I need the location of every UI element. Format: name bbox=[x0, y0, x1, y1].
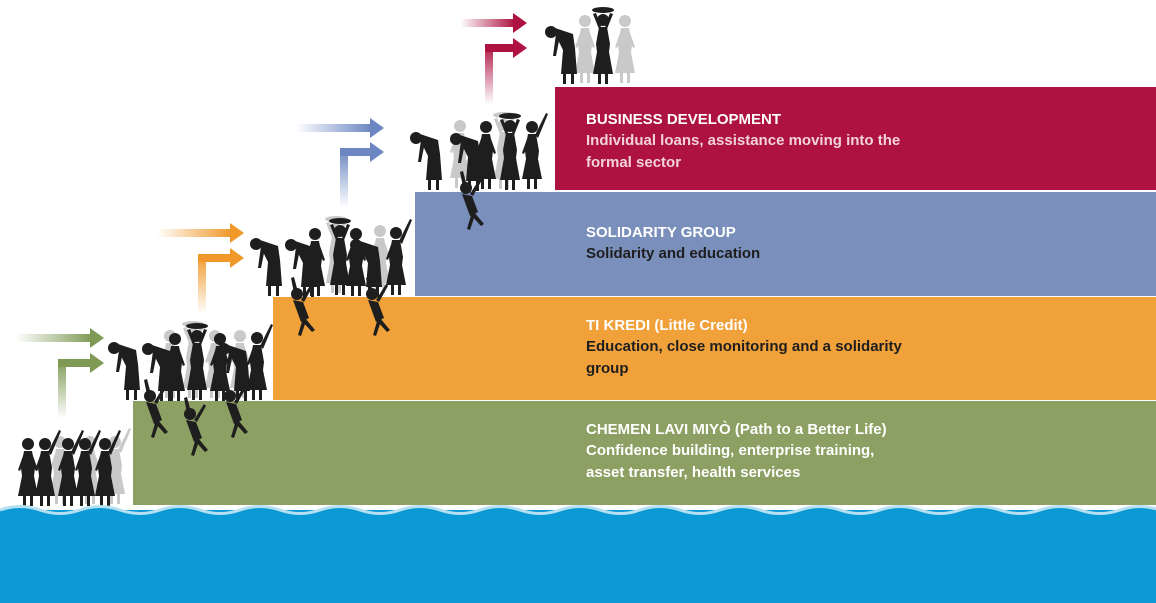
tier-solidarity-desc: Solidarity and education bbox=[586, 245, 761, 262]
tier-chemen-title: CHEMEN LAVI MIYÒ (Path to a Better Life) bbox=[586, 421, 887, 438]
tier-chemen-text: CHEMEN LAVI MIYÒ (Path to a Better Life)… bbox=[586, 420, 916, 484]
figures-business-group bbox=[545, 7, 635, 84]
arrow-tikredi bbox=[156, 223, 244, 314]
tier-chemen-desc: Confidence building, enterprise training… bbox=[586, 442, 875, 481]
tier-tikredi-title: TI KREDI (Little Credit) bbox=[586, 317, 748, 334]
tier-solidarity-title: SOLIDARITY GROUP bbox=[586, 224, 736, 241]
tier-solidarity-text: SOLIDARITY GROUP Solidarity and educatio… bbox=[586, 223, 916, 265]
arrow-business bbox=[460, 13, 527, 104]
tier-chemen-block bbox=[133, 401, 1156, 505]
arrow-chemen bbox=[16, 328, 104, 419]
arrow-solidarity bbox=[296, 118, 384, 208]
tier-tikredi-desc: Education, close monitoring and a solida… bbox=[586, 338, 902, 377]
tier-business-block bbox=[555, 87, 1156, 190]
tier-tikredi-text: TI KREDI (Little Credit) Education, clos… bbox=[586, 316, 916, 380]
tier-business-desc: Individual loans, assistance moving into… bbox=[586, 132, 901, 171]
tier-business-text: BUSINESS DEVELOPMENT Individual loans, a… bbox=[586, 110, 916, 174]
tier-business-title: BUSINESS DEVELOPMENT bbox=[586, 111, 782, 128]
tier-solidarity-block bbox=[415, 192, 1156, 296]
figures-shore-group bbox=[18, 428, 131, 506]
water bbox=[0, 505, 1156, 603]
tier-tikredi-block bbox=[273, 297, 1156, 400]
